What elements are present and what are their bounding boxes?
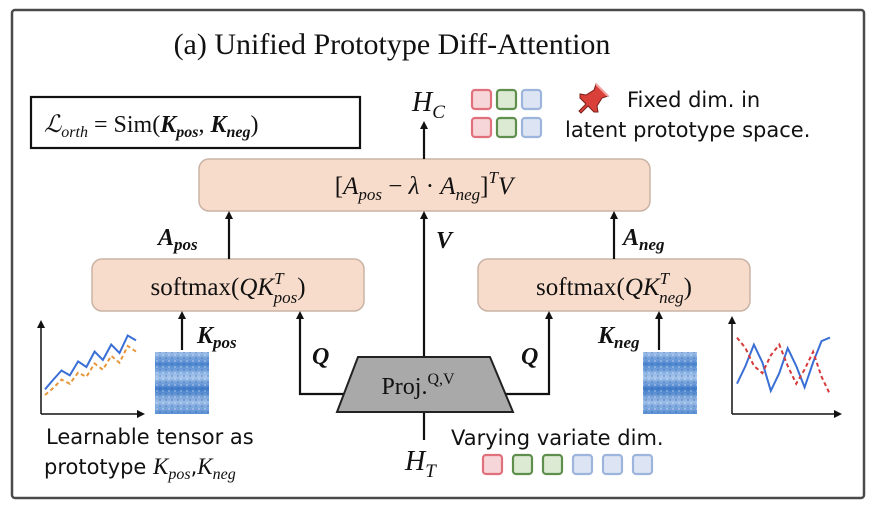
loss-subscript: orth bbox=[61, 124, 88, 141]
figure-title: (a) Unified Prototype Diff-Attention bbox=[174, 28, 611, 61]
varying-dim-squares bbox=[481, 453, 654, 476]
varying-dim-note: Varying variate dim. bbox=[451, 426, 664, 450]
varying-square-blue bbox=[601, 453, 624, 476]
output-label: HC bbox=[411, 87, 445, 123]
varying-square-red bbox=[481, 453, 504, 476]
varying-square-green bbox=[541, 453, 564, 476]
svg-text:[Apos − λ · Aneg]TV: [Apos − λ · Aneg]TV bbox=[335, 168, 516, 204]
varying-square-blue bbox=[571, 453, 594, 476]
learnable-note-line2: prototype Kpos,Kneg bbox=[44, 454, 236, 483]
prototype-tensor-neg bbox=[643, 352, 697, 414]
loss-symbol: ℒ bbox=[44, 112, 62, 138]
diff-attention-box: [Apos − λ · Aneg]TV bbox=[198, 158, 651, 212]
label-k-neg: Kneg bbox=[597, 323, 640, 352]
varying-square-blue bbox=[631, 453, 654, 476]
prototype-chart-pos bbox=[37, 320, 145, 418]
varying-square-green bbox=[511, 453, 534, 476]
input-label: HT bbox=[404, 446, 437, 482]
chart-neg-dashed-line bbox=[736, 336, 831, 395]
loss-equals: = Sim( bbox=[88, 112, 160, 138]
fixed-square-green bbox=[495, 116, 518, 139]
fixed-square-green bbox=[495, 88, 518, 111]
fixed-square-blue bbox=[520, 116, 543, 139]
loss-k2: K bbox=[209, 112, 228, 138]
chart-pos-solid-line bbox=[44, 334, 137, 391]
learnable-note-line1: Learnable tensor as bbox=[46, 425, 254, 449]
fixed-dim-note-line2: latent prototype space. bbox=[565, 118, 810, 142]
svg-text:ℒorth = Sim(Kpos, Kneg): ℒorth = Sim(Kpos, Kneg) bbox=[44, 112, 258, 141]
label-a-neg: Aneg bbox=[621, 225, 665, 254]
label-v: V bbox=[436, 228, 454, 254]
svg-text:Proj.Q,V: Proj.Q,V bbox=[381, 371, 455, 400]
pin-icon bbox=[578, 83, 609, 114]
fixed-square-red bbox=[470, 88, 493, 111]
fixed-square-blue bbox=[520, 88, 543, 111]
prototype-tensor-pos bbox=[155, 352, 209, 414]
arrow-q-left bbox=[296, 311, 349, 396]
loss-k2-subscript: neg bbox=[226, 124, 250, 141]
loss-k1: K bbox=[159, 112, 178, 138]
loss-k1-subscript: pos bbox=[174, 124, 198, 141]
arrow-q-right bbox=[499, 311, 553, 396]
fixed-dim-squares bbox=[470, 88, 543, 139]
prototype-chart-neg bbox=[728, 316, 842, 418]
loss-close: ) bbox=[250, 112, 258, 138]
label-k-pos: Kpos bbox=[196, 323, 237, 352]
label-q-left: Q bbox=[312, 344, 329, 370]
loss-equation-box: ℒorth = Sim(Kpos, Kneg) bbox=[29, 95, 362, 150]
loss-sep: , bbox=[198, 112, 210, 138]
label-a-pos: Apos bbox=[156, 225, 198, 254]
arrows bbox=[178, 121, 663, 440]
fixed-dim-note-line1: Fixed dim. in bbox=[627, 88, 760, 112]
projection-block: Proj.Q,V bbox=[335, 356, 515, 413]
label-q-right: Q bbox=[521, 344, 538, 370]
fixed-square-red bbox=[470, 116, 493, 139]
